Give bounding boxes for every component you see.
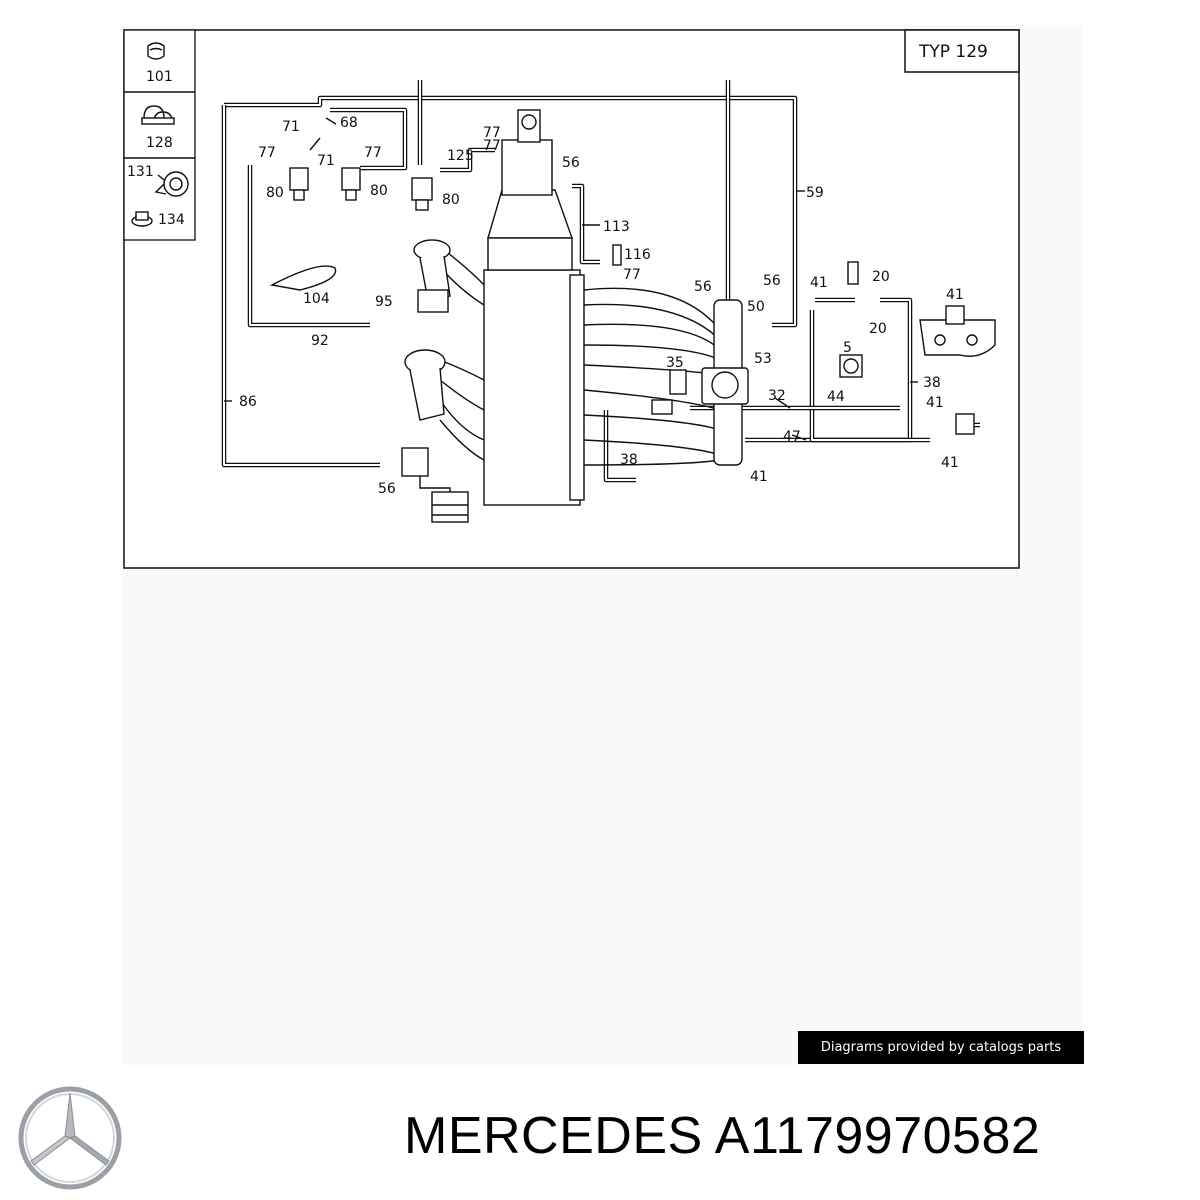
- callout-label: 41: [926, 395, 944, 411]
- type-label: TYP 129: [918, 42, 988, 62]
- diagram-credit-banner: Diagrams provided by catalogs parts: [798, 1031, 1084, 1064]
- callout-label: 47: [783, 429, 801, 445]
- part-number: A1179970582: [714, 1107, 1041, 1165]
- callout-label: 5: [843, 340, 852, 356]
- brand-name: MERCEDES: [404, 1107, 703, 1165]
- vacuum-lines: [221, 80, 980, 483]
- callout-label: 77: [623, 267, 641, 283]
- callout-label: 104: [303, 291, 330, 307]
- double-clamp-icon: [141, 105, 175, 125]
- callout-label: 38: [620, 452, 638, 468]
- callout-label: 125: [447, 148, 474, 164]
- callout-label: 71: [317, 153, 335, 169]
- callout-label: 86: [239, 394, 257, 410]
- callout-label: 80: [370, 183, 388, 199]
- callout-label: 56: [378, 481, 396, 497]
- callout-label: 92: [311, 333, 329, 349]
- callout-label: 32: [768, 388, 786, 404]
- vacuum-line-diagram: 101 128 131 134 TYP 129: [123, 29, 1020, 569]
- callout-label: 80: [266, 185, 284, 201]
- callout-label: 116: [624, 247, 651, 263]
- leader-lines: [224, 117, 918, 441]
- callout-labels: 71 68 77 77 71 77 80 80 77 125 80 56 113…: [239, 115, 964, 497]
- vacuum-valves: [289, 167, 996, 523]
- callout-label: 77: [364, 145, 382, 161]
- engine-block: [483, 109, 585, 506]
- callout-label: 68: [340, 115, 358, 131]
- callout-label: 56: [562, 155, 580, 171]
- type-label-box: [904, 29, 1020, 73]
- callout-label: 41: [750, 469, 768, 485]
- exhaust-manifolds: [404, 239, 451, 421]
- callout-label: 56: [763, 273, 781, 289]
- callout-label: 80: [442, 192, 460, 208]
- part-caption: MERCEDES A1179970582: [404, 1106, 1040, 1166]
- callout-label: 41: [946, 287, 964, 303]
- callout-label: 20: [872, 269, 890, 285]
- callout-label: 53: [754, 351, 772, 367]
- hose-clamp-icon: [154, 171, 189, 197]
- grommet-icon: [131, 211, 153, 227]
- legend-label-101: 101: [146, 69, 173, 85]
- callout-label: 41: [810, 275, 828, 291]
- callout-label: 77: [258, 145, 276, 161]
- callout-label: 38: [923, 375, 941, 391]
- callout-label: 50: [747, 299, 765, 315]
- legend-label-134: 134: [158, 212, 185, 228]
- legend-column: 101 128 131 134: [123, 29, 196, 241]
- callout-label: 77: [483, 125, 501, 141]
- part-116: [612, 244, 622, 266]
- callout-label: 56: [694, 279, 712, 295]
- callout-label: 20: [869, 321, 887, 337]
- callout-label: 41: [941, 455, 959, 471]
- callout-label: 95: [375, 294, 393, 310]
- cable-tie: [269, 265, 337, 291]
- callout-label: 77: [483, 138, 501, 154]
- callout-label: 113: [603, 219, 630, 235]
- legend-label-128: 128: [146, 135, 173, 151]
- three-pointed-star-logo-icon: [18, 1086, 122, 1190]
- legend-label-131: 131: [127, 164, 154, 180]
- clip-icon: [147, 42, 165, 60]
- callout-label: 71: [282, 119, 300, 135]
- callout-label: 44: [827, 389, 845, 405]
- callout-label: 59: [806, 185, 824, 201]
- callout-label: 35: [666, 355, 684, 371]
